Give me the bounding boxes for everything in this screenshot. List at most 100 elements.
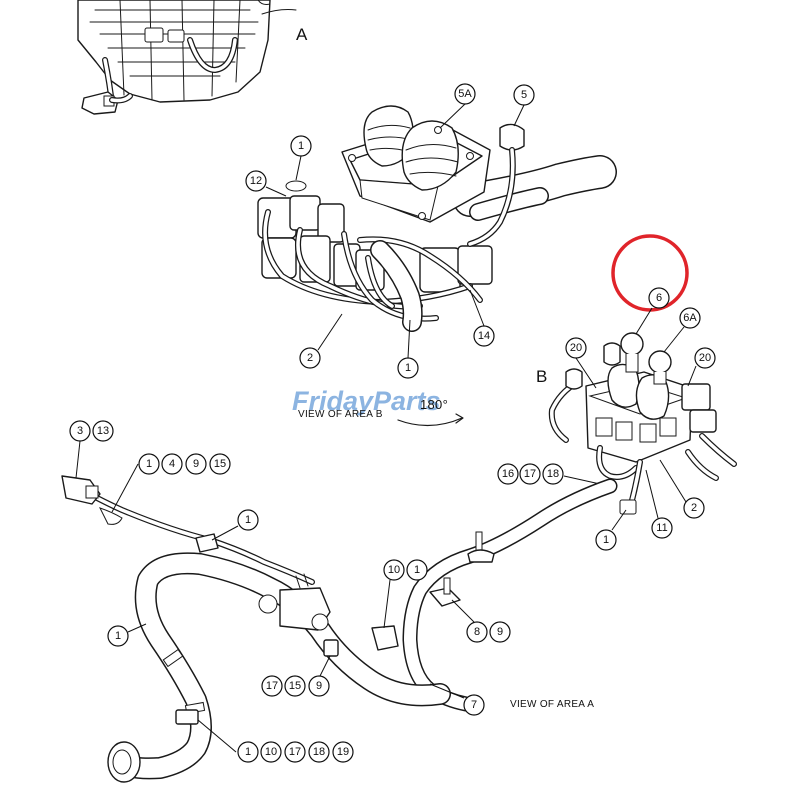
callout-number: 18	[313, 746, 325, 758]
callout-number: 5A	[458, 88, 472, 100]
callout-number: 20	[699, 352, 711, 364]
callout-number: 9	[497, 626, 503, 638]
callout-group-3-13: 3 13	[69, 420, 114, 479]
callout-circle	[406, 559, 428, 581]
callout-circle	[308, 675, 330, 697]
callout-number: 13	[97, 425, 109, 437]
callout-group-8-9: 8 9	[451, 599, 511, 643]
view-area-a-label: VIEW OF AREA A	[510, 699, 594, 710]
callout-number: 11	[656, 522, 667, 534]
engine-illustration	[77, 0, 297, 115]
leader-line	[319, 655, 331, 677]
callout-circle	[308, 741, 330, 763]
callout-circle	[397, 357, 419, 379]
callout-number: 1	[146, 458, 152, 470]
callout-number: 18	[547, 468, 559, 480]
leader-line	[611, 509, 627, 531]
callout-number: 3	[77, 425, 83, 437]
callout-number: 1	[115, 630, 121, 642]
callout-number: 17	[289, 746, 301, 758]
callout-number: 9	[316, 680, 322, 692]
callout-circle	[290, 135, 312, 157]
callout-number: 10	[265, 746, 277, 758]
callout-group-10-1: 10 1	[383, 559, 428, 629]
callout-circle	[466, 621, 488, 643]
callout-circle	[284, 675, 306, 697]
callout-b-1: 1	[290, 135, 312, 181]
callout-circle	[69, 420, 91, 442]
joystick-assembly-view-b	[257, 105, 617, 332]
callout-number: 14	[478, 330, 490, 342]
callout-circle	[185, 453, 207, 475]
leader-line	[295, 155, 302, 181]
callout-number: 1	[245, 514, 251, 526]
callout-number: 2	[691, 502, 697, 514]
callout-number: 9	[193, 458, 199, 470]
rotation-indicator: 180°	[397, 397, 464, 427]
callout-circle	[383, 559, 405, 581]
leader-line	[439, 103, 466, 129]
main-harness	[61, 475, 618, 783]
callout-circle	[92, 420, 114, 442]
callout-circle	[245, 170, 267, 192]
callout-number: 1	[245, 746, 251, 758]
leader-line	[111, 463, 139, 513]
callout-circle	[332, 741, 354, 763]
leader-line	[663, 326, 685, 353]
area-a-label: A	[296, 25, 308, 44]
callout-circle	[519, 463, 541, 485]
callout-6a: 6A	[663, 307, 701, 353]
leader-line	[513, 104, 525, 127]
callout-circle	[595, 529, 617, 551]
callout-number: 2	[307, 352, 313, 364]
leader-line	[265, 186, 287, 197]
callout-number: 19	[337, 746, 349, 758]
leader-line	[645, 469, 659, 519]
callout-circle	[679, 307, 701, 329]
callout-circle	[473, 325, 495, 347]
callout-circle	[648, 287, 670, 309]
callout-number: 16	[502, 468, 514, 480]
callout-number: 10	[388, 564, 400, 576]
leader-line	[197, 719, 237, 753]
callout-circle	[260, 741, 282, 763]
callout-circle	[463, 694, 485, 716]
view-area-b-label: VIEW OF AREA B	[298, 409, 383, 420]
callout-circle	[565, 337, 587, 359]
callout-number: 7	[471, 699, 477, 711]
callout-number: 20	[570, 342, 582, 354]
callout-number: 12	[250, 175, 262, 187]
callout-circle	[513, 84, 535, 106]
leader-line	[659, 459, 687, 503]
callout-14: 14	[469, 289, 495, 347]
callout-circle	[237, 741, 259, 763]
callout-1-mid: 1	[397, 319, 419, 379]
highlight-circle	[611, 234, 689, 312]
callout-6: 6	[635, 287, 670, 335]
leader-line	[317, 313, 343, 351]
callout-number: 15	[214, 458, 226, 470]
callout-number: 1	[603, 534, 609, 546]
leader-line	[469, 289, 485, 327]
callout-1-wire: 1	[211, 509, 259, 541]
callout-number: 17	[266, 680, 278, 692]
callout-circle	[138, 453, 160, 475]
leader-line	[407, 319, 411, 359]
callout-number: 8	[474, 626, 480, 638]
callout-group-16-17-18: 16 17 18	[497, 463, 601, 485]
callout-circle	[107, 625, 129, 647]
callout-circle	[284, 741, 306, 763]
callout-circle	[694, 347, 716, 369]
callout-circle	[299, 347, 321, 369]
callout-5: 5	[513, 84, 535, 127]
callout-number: 6A	[683, 312, 697, 324]
svg-text:180°: 180°	[420, 397, 448, 412]
area-b-label: B	[536, 367, 547, 386]
callout-circle	[237, 509, 259, 531]
callout-circle	[161, 453, 183, 475]
leader-line	[127, 623, 147, 633]
joystick-unit-b	[548, 332, 737, 515]
callout-circle	[261, 675, 283, 697]
callout-number: 5	[521, 89, 527, 101]
